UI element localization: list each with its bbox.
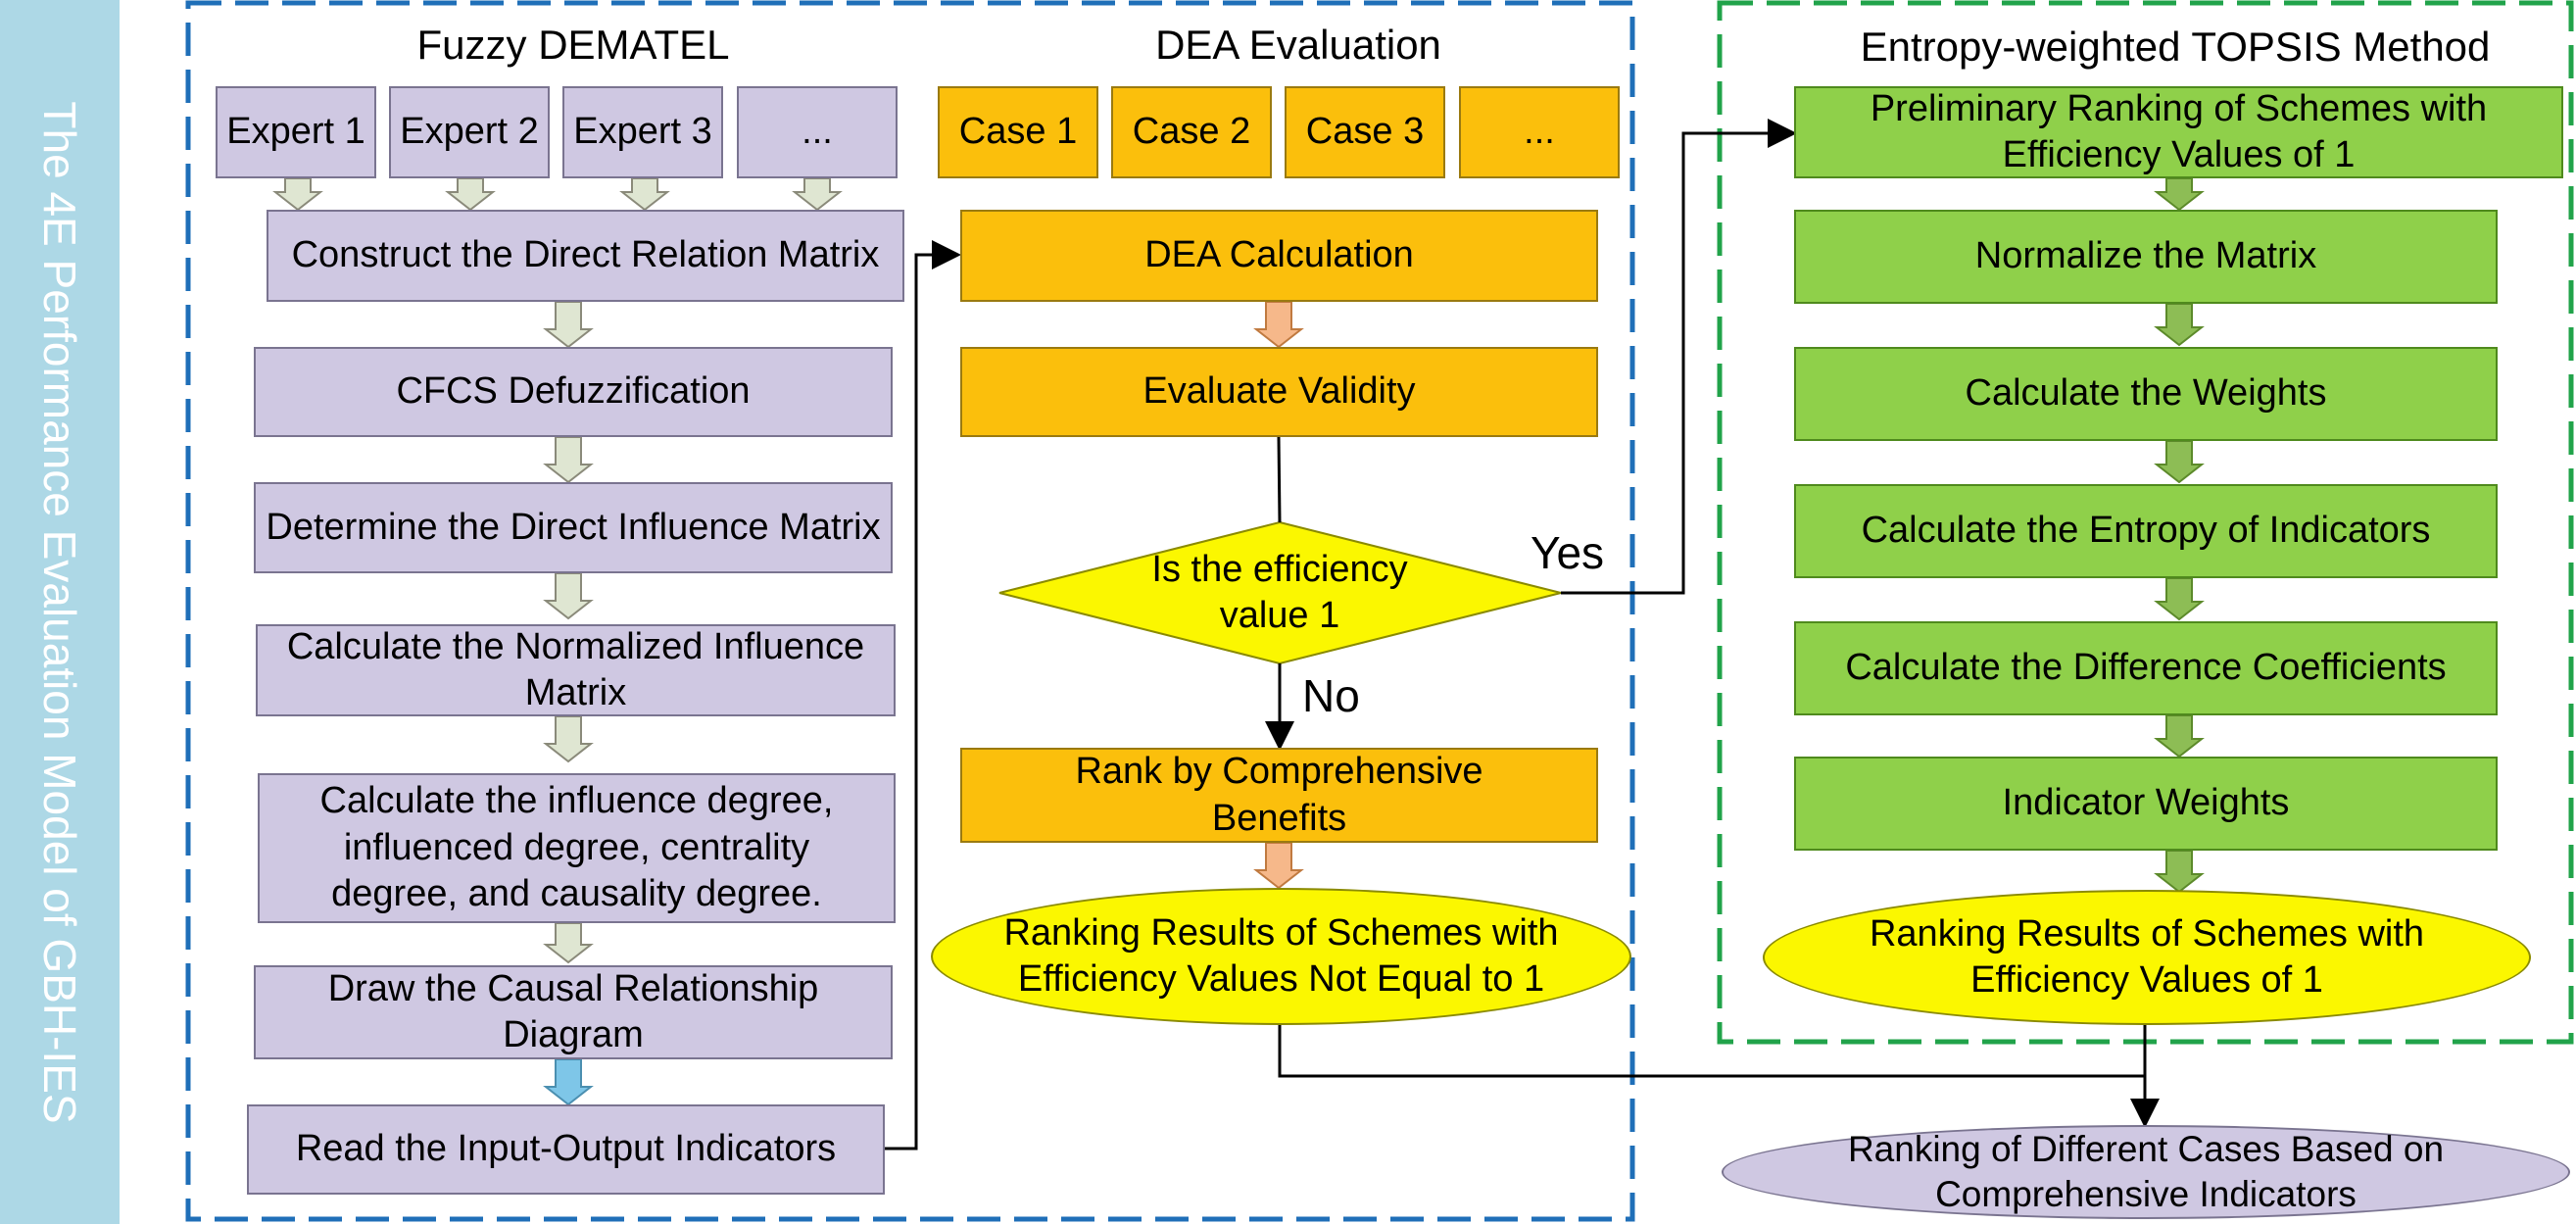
step5-arrow — [543, 922, 594, 964]
purple-flow-arrows — [272, 177, 843, 964]
expert4-arrow — [792, 177, 843, 212]
rank-arrow — [1253, 842, 1304, 890]
step3-arrow — [543, 572, 594, 620]
dematel-step-7: Read the Input-Output Indicators — [247, 1104, 885, 1195]
expert2-arrow — [445, 177, 496, 212]
dematel-step-1: Construct the Direct Relation Matrix — [267, 210, 904, 302]
dematel-step-2: CFCS Defuzzification — [254, 347, 893, 437]
expert3-arrow — [619, 177, 670, 212]
expert-box-1: Expert 1 — [216, 86, 376, 178]
side-title-panel: The 4E Performance Evaluation Model of G… — [0, 0, 120, 1224]
topsis-arrow-1 — [2154, 177, 2205, 212]
dematel-title: Fuzzy DEMATEL — [416, 22, 730, 68]
dematel-step-3: Determine the Direct Influence Matrix — [254, 482, 893, 573]
topsis-title: Entropy-weighted TOPSIS Method — [1860, 24, 2491, 70]
dematel-step-6: Draw the Causal Relationship Diagram — [254, 965, 893, 1059]
decision-label: Is the efficiency value 1 — [1151, 548, 1408, 637]
orange-flow-arrows — [1253, 301, 1304, 890]
dea-calc-arrow — [1253, 301, 1304, 349]
topsis-arrow-5 — [2154, 714, 2205, 759]
step1-arrow — [543, 301, 594, 349]
expert-box-3: Expert 3 — [562, 86, 723, 178]
final-ranking: Ranking of Different Cases Based on Comp… — [1722, 1125, 2570, 1219]
rank-by-benefits: Rank by Comprehensive Benefits — [960, 748, 1598, 843]
decision-yes-line — [1561, 119, 1797, 595]
topsis-arrow-3 — [2154, 440, 2205, 484]
step2-arrow — [543, 436, 594, 484]
case-box-3: Case 3 — [1285, 86, 1445, 178]
read-to-dea-line — [885, 240, 961, 1151]
topsis-arrow-4 — [2154, 577, 2205, 621]
expert1-arrow — [272, 177, 323, 212]
case-box-1: Case 1 — [938, 86, 1098, 178]
green-flow-arrows — [2154, 177, 2205, 894]
topsis-ranking-result: Ranking Results of Schemes with Efficien… — [1763, 890, 2531, 1025]
topsis-arrow-6 — [2154, 850, 2205, 894]
step6-arrow — [543, 1058, 594, 1106]
case-box-more: ... — [1459, 86, 1620, 178]
dematel-step-4: Calculate the Normalized Influence Matri… — [256, 624, 896, 716]
dea-calculation: DEA Calculation — [960, 210, 1598, 302]
dematel-step-5: Calculate the influence degree, influenc… — [258, 773, 896, 923]
step4-arrow — [543, 715, 594, 763]
dea-ranking-result: Ranking Results of Schemes with Efficien… — [931, 888, 1631, 1025]
expert-box-more: ... — [737, 86, 898, 178]
evaluate-validity: Evaluate Validity — [960, 347, 1598, 437]
topsis-step-4: Calculate the Entropy of Indicators — [1794, 484, 2498, 578]
topsis-step-1: Preliminary Ranking of Schemes with Effi… — [1794, 86, 2563, 178]
dea-title: DEA Evaluation — [1155, 22, 1441, 68]
dea-result-to-final-line — [1278, 1025, 2145, 1078]
case-box-2: Case 2 — [1111, 86, 1272, 178]
topsis-step-3: Calculate the Weights — [1794, 347, 2498, 441]
dematel-dea-frame — [185, 0, 1635, 1222]
topsis-step-6: Indicator Weights — [1794, 757, 2498, 851]
topsis-arrow-2 — [2154, 303, 2205, 347]
expert-box-2: Expert 2 — [389, 86, 550, 178]
topsis-step-2: Normalize the Matrix — [1794, 210, 2498, 304]
validity-to-decision-line — [1277, 436, 1282, 523]
no-label: No — [1302, 670, 1360, 721]
topsis-step-5: Calculate the Difference Coefficients — [1794, 621, 2498, 715]
yes-label: Yes — [1531, 527, 1605, 578]
